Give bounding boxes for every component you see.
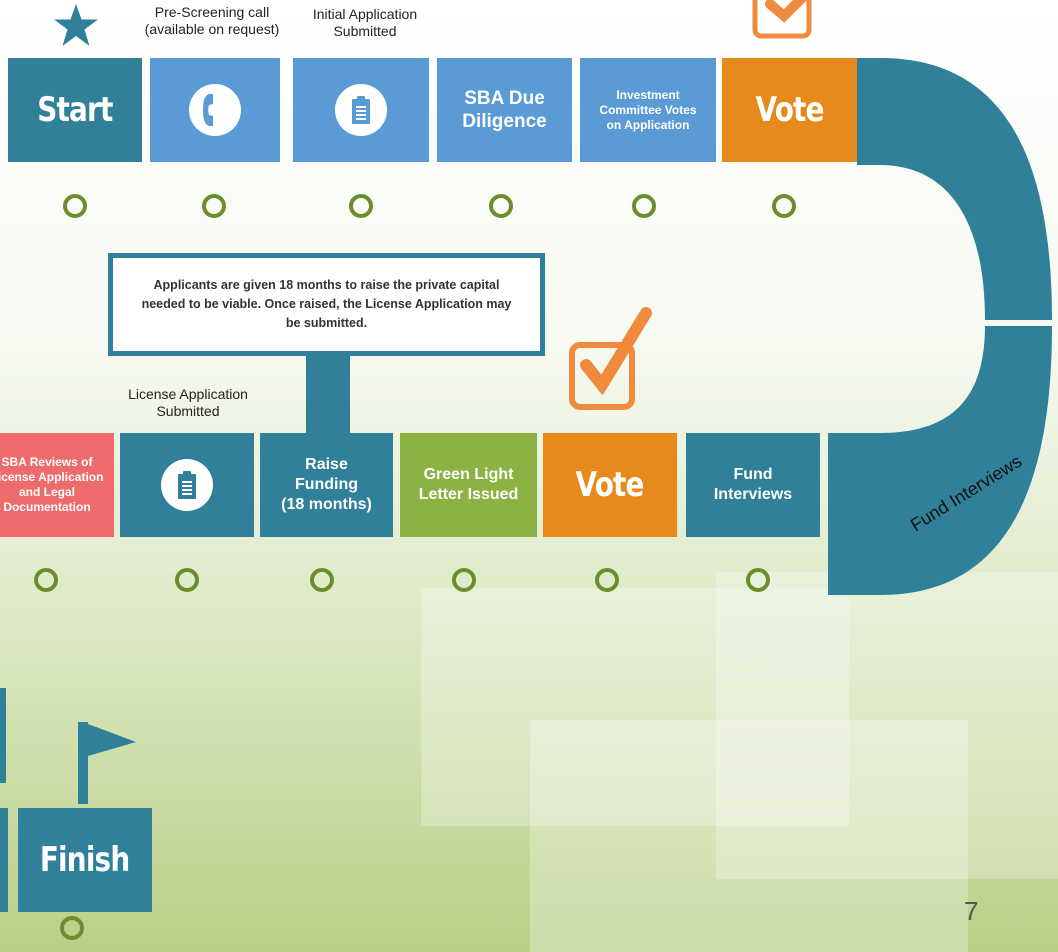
start-tile: Start	[8, 58, 142, 162]
progress-marker	[595, 568, 619, 592]
decor-square	[716, 572, 1058, 879]
progress-marker	[63, 194, 87, 218]
green-light-label: Green Light Letter Issued	[418, 466, 519, 503]
raise-funding-tile: Raise Funding (18 months)	[260, 433, 393, 537]
start-label: Start	[37, 90, 113, 130]
phone-icon	[189, 84, 241, 136]
callout-box: Applicants are given 18 months to raise …	[108, 253, 545, 356]
flag-icon	[78, 722, 136, 804]
vote-tile-top: Vote	[722, 58, 857, 162]
page-number: 7	[964, 896, 979, 926]
caption-license-application: License Application Submitted	[128, 386, 248, 419]
vote-label-top: Vote	[755, 90, 824, 130]
progress-marker	[452, 568, 476, 592]
finish-label: Finish	[40, 840, 130, 880]
sba-due-diligence-label: SBA Due Diligence	[462, 88, 547, 132]
initial-application-tile	[293, 58, 429, 162]
vote-label-middle: Vote	[575, 465, 645, 505]
path-tile-left	[0, 808, 8, 912]
progress-marker	[772, 194, 796, 218]
caption-pre-screening: Pre-Screening call (available on request…	[144, 4, 280, 37]
finish-tile: Finish	[18, 808, 152, 912]
pre-screening-tile	[150, 58, 280, 162]
decor-square	[421, 588, 849, 826]
star-icon	[54, 4, 98, 46]
callout-connector	[306, 356, 350, 434]
sba-reviews-tile: SBA Reviews of License Application and L…	[0, 433, 114, 537]
sba-due-diligence-tile: SBA Due Diligence	[437, 58, 572, 162]
investment-committee-tile: Investment Committee Votes on Applicatio…	[580, 58, 716, 162]
investment-committee-label: Investment Committee Votes on Applicatio…	[599, 87, 697, 132]
progress-marker	[175, 568, 199, 592]
progress-marker	[349, 194, 373, 218]
clipboard-icon	[335, 84, 387, 136]
progress-marker	[489, 194, 513, 218]
progress-marker	[632, 194, 656, 218]
progress-marker	[746, 568, 770, 592]
progress-marker	[34, 568, 58, 592]
vote-tile-middle: Vote	[543, 433, 677, 537]
caption-initial-application: Initial Application Submitted	[312, 6, 418, 39]
progress-marker	[60, 916, 84, 940]
callout-text: Applicants are given 18 months to raise …	[141, 278, 512, 330]
progress-marker	[202, 194, 226, 218]
fund-interviews-tile: Fund Interviews	[686, 433, 820, 537]
checkbox-check-icon	[752, 0, 812, 39]
decor-square	[530, 720, 968, 952]
fund-interviews-label: Fund Interviews	[713, 466, 793, 503]
clipboard-icon	[161, 459, 213, 511]
checkbox-check-icon	[569, 307, 652, 410]
raise-funding-label: Raise Funding (18 months)	[281, 456, 372, 513]
license-application-tile	[120, 433, 254, 537]
green-light-tile: Green Light Letter Issued	[400, 433, 537, 537]
sba-reviews-label: SBA Reviews of License Application and L…	[0, 455, 104, 514]
progress-marker	[310, 568, 334, 592]
